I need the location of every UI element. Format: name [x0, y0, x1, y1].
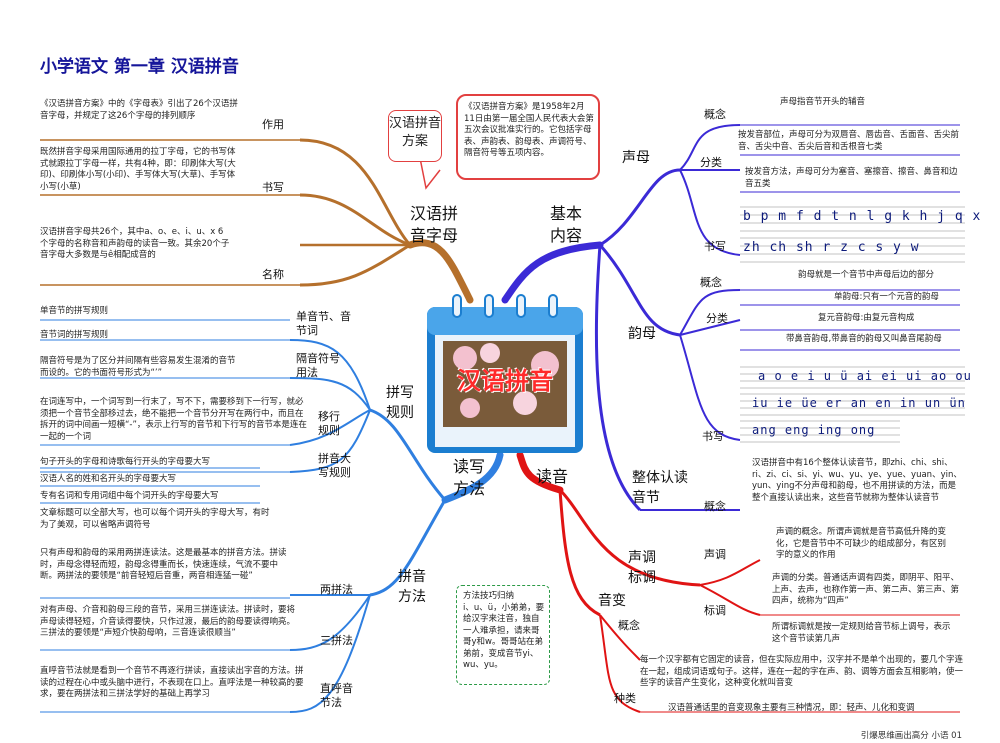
change-concept-label: 概念: [618, 619, 640, 632]
rule-4-note-1: 句子开头的字母和诗歌每行开头的字母要大写: [40, 457, 211, 467]
rule-2-note: 隔音符号是为了区分并间隔有些容易发生混淆的音节而设的。它的书面符号形式为“’”: [40, 356, 236, 378]
whole-syllable-label: 整体认读音节: [632, 470, 688, 506]
scheme-box: 《汉语拼音方案》是1958年2月11日由第一届全国人民代表大会第五次会议批准实行…: [456, 94, 600, 180]
yunmu-concept-label: 概念: [700, 276, 722, 289]
alphabet-label: 汉语拼音字母: [410, 204, 459, 245]
rule-3-note: 在词连写中，一个词写到一行末了，写不下，需要移到下一行写，就必须把一个音节全部移…: [40, 397, 307, 442]
center-label: 汉语拼音: [457, 367, 553, 395]
yunmu-write-label: 书写: [702, 430, 724, 443]
rule-4-label: 拼音大写规则: [318, 452, 351, 479]
tone-label: 声调标调: [628, 550, 656, 586]
method-2-note: 对有声母、介音和韵母三段的音节，采用三拼连读法。拼读时，要将声母读得轻短，介音读…: [40, 605, 296, 638]
branch-alphabet: [406, 239, 474, 304]
tone-bd-label: 标调: [704, 604, 726, 617]
shengmu-label: 声母: [622, 150, 650, 166]
yunmu-class-1: 单韵母:只有一个元音的韵母: [834, 292, 939, 302]
yunmu-class-label: 分类: [706, 312, 728, 325]
alphabet-use-label: 作用: [262, 118, 284, 131]
whole-concept-label: 概念: [704, 500, 726, 513]
shengmu-row-2: zh ch sh r z c s y w: [743, 240, 920, 255]
method-1-note: 只有声母和韵母的采用两拼连读法。这是最基本的拼音方法。拼读时，声母念得轻而短，韵…: [40, 548, 287, 581]
scheme-label: 汉语拼音方案: [388, 110, 442, 162]
alphabet-use-note: 《汉语拼音方案》中的《字母表》引出了26个汉语拼音字母，并规定了这26个字母的排…: [40, 99, 238, 121]
tip-box: 方法技巧归纳 i、u、ü，小弟弟，要给汉字来注音，独自一人难承担，请来哥哥y和w…: [456, 585, 550, 685]
rule-1-note-2: 音节词的拼写规则: [40, 330, 109, 340]
change-label: 音变: [598, 593, 626, 609]
calendar-icon: [427, 294, 583, 453]
yunmu-class-3: 带鼻音韵母,带鼻音的韵母又叫鼻音尾韵母: [786, 334, 942, 344]
method-3-note: 直呼音节法就是看到一个音节不再逐行拼读，直接读出字音的方法。拼读的过程在心中或头…: [40, 666, 304, 699]
rules-label: 拼写规则: [386, 385, 414, 421]
yunmu-row-2: iu ie üe er an en in un ün: [752, 396, 966, 410]
shengmu-class-1: 按发音部位，声母可分为双唇音、唇齿音、舌面音、舌尖前音、舌尖中音、舌尖后音和舌根…: [738, 130, 960, 152]
shengmu-row-1: b p m f d t n l g k h j q x: [743, 209, 982, 224]
basic-label: 基本内容: [550, 204, 583, 245]
whole-concept: 汉语拼音中有16个整体认读音节，即zhi、chi、shi、ri、zi、ci、si…: [752, 458, 962, 503]
tip-text: 方法技巧归纳 i、u、ü，小弟弟，要给汉字来注音，独自一人难承担，请来哥哥y和w…: [463, 591, 545, 670]
tone-bd: 所谓标调就是按一定规则给音节标上调号，表示这个音节读第几声: [772, 622, 951, 644]
tone-sd-2: 声调的分类。普通话声调有四类，即阴平、阳平、上声、去声，也称作第一声、第二声、第…: [772, 573, 960, 606]
alphabet-name-label: 名称: [262, 268, 284, 281]
rule-1-label: 单音节、音节词: [296, 310, 351, 337]
rule-2-label: 隔音符号用法: [296, 352, 340, 379]
yunmu-row-3: ang eng ing ong: [752, 423, 876, 437]
branch-basic: [501, 241, 604, 304]
alphabet-writing-note: 既然拼音字母采用国际通用的拉丁字母，它的书写体式就跟拉丁字母一样，共有4种，即：…: [40, 147, 236, 192]
yunmu-concept: 韵母就是一个音节中声母后边的部分: [798, 270, 935, 280]
shengmu-class-2: 按发音方法，声母可分为塞音、塞擦音、擦音、鼻音和边音五类: [745, 167, 958, 189]
center-topic: 汉语拼音: [425, 293, 585, 455]
rule-3-label: 移行规则: [318, 410, 340, 437]
yunmu-class-2: 复元音韵母:由复元音构成: [818, 313, 915, 323]
yunmu-label: 韵母: [628, 326, 656, 342]
alphabet-name-note: 汉语拼音字母共26个，其中a、o、e、i、u、x 6个字母的名称音和声韵母的读音…: [40, 227, 230, 260]
shengmu-concept: 声母指音节开头的辅音: [780, 97, 866, 107]
rule-4-note-4: 文章标题可以全部大写，也可以每个词开头的字母大写，有时为了美观，可以省略声调符号: [40, 508, 270, 530]
rule-4-note-3: 专有名词和专用词组中每个词开头的字母要大写: [40, 491, 219, 501]
writing-label: 读写方法: [453, 457, 486, 498]
scheme-text: 《汉语拼音方案》是1958年2月11日由第一届全国人民代表大会第五次会议批准实行…: [464, 102, 594, 158]
change-concept: 每一个汉字都有它固定的读音，但在实际应用中，汉字并不是单个出现的，要几个字连在一…: [640, 655, 964, 688]
shengmu-concept-label: 概念: [704, 108, 726, 121]
rule-4-note-2: 汉语人名的姓和名开头的字母要大写: [40, 474, 177, 484]
methods-label: 拼音方法: [398, 569, 426, 605]
change-kinds-label: 种类: [614, 692, 636, 705]
method-2-label: 三拼法: [320, 634, 353, 647]
reading-label: 读音: [536, 467, 569, 486]
shengmu-write-label: 书写: [704, 240, 726, 253]
method-3-label: 直呼音节法: [320, 682, 353, 709]
alphabet-writing-label: 书写: [262, 181, 284, 194]
footer-text: 引爆思维画出高分 小语 01: [860, 731, 962, 741]
shengmu-class-label: 分类: [700, 156, 722, 169]
branch-reading: [516, 451, 564, 494]
method-1-label: 两拼法: [320, 583, 353, 596]
change-kinds: 汉语普通话里的音变现象主要有三种情况，即：轻声、儿化和变调: [668, 703, 915, 713]
tone-sd-label: 声调: [704, 548, 726, 561]
yunmu-row-1: a o e i u ü ai ei ui ao ou: [758, 369, 972, 383]
rule-1-note-1: 单音节的拼写规则: [40, 306, 109, 316]
tone-sd-1: 声调的概念。所谓声调就是音节高低升降的变化，它是音节中不可缺少的组成部分，有区别…: [776, 527, 947, 560]
branch-writing: [441, 451, 504, 504]
page-title: 小学语文 第一章 汉语拼音: [40, 57, 239, 77]
